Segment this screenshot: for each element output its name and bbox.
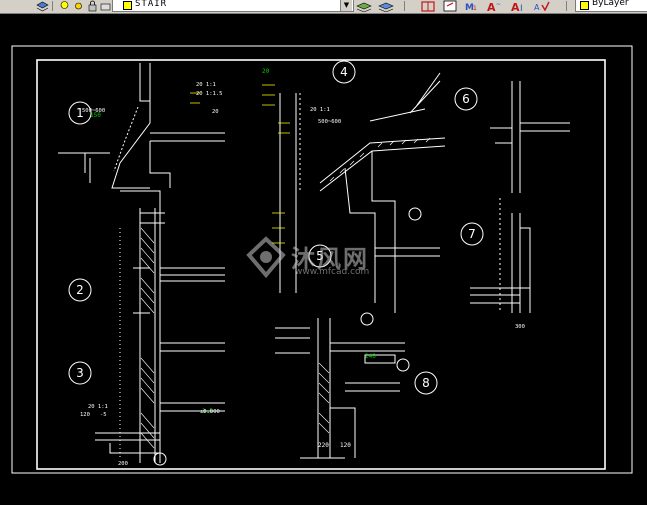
level-texts: 150 20 3.5 240	[90, 68, 376, 415]
svg-text:1: 1	[473, 5, 477, 12]
watermark-url: www.mfcad.com	[295, 267, 370, 277]
svg-text:3.5: 3.5	[202, 408, 213, 415]
make-layer-current-icon[interactable]	[356, 0, 372, 12]
detail-label-7: 7	[468, 227, 476, 241]
text-style-icon[interactable]: A ~	[486, 0, 502, 12]
detail-8	[275, 318, 405, 459]
lightbulb-icon[interactable]	[58, 0, 71, 12]
svg-text:20 1:1.5: 20 1:1.5	[196, 91, 223, 97]
svg-text:-5: -5	[100, 412, 107, 418]
svg-text:I: I	[520, 4, 523, 12]
sheet-frame-outer	[11, 45, 633, 474]
svg-text:20 1:1: 20 1:1	[88, 404, 108, 410]
detail-8-hatch	[318, 362, 330, 434]
svg-text:300: 300	[515, 324, 525, 330]
layer-dropdown[interactable]: STAIR	[112, 0, 354, 12]
sun-icon[interactable]	[72, 0, 85, 12]
svg-text:A: A	[487, 1, 496, 12]
spell-check-icon[interactable]: A	[534, 0, 550, 12]
layer-previous-icon[interactable]	[378, 0, 394, 12]
text-edit-icon[interactable]: A I	[510, 0, 526, 12]
cad-drawing: 150 20 3.5 240 20 1:1 20 1:1.5 20 500~60…	[11, 45, 633, 474]
svg-text:240: 240	[365, 353, 376, 360]
detail-label-1: 1	[76, 106, 84, 120]
dim-120: 120	[340, 442, 351, 449]
watermark-logo-icon	[246, 236, 286, 279]
watermark: 沐风网 www.mfcad.com	[243, 235, 413, 281]
detail-label-6: 6	[462, 92, 470, 106]
detail-4-roof	[279, 72, 446, 313]
svg-text:A: A	[534, 3, 540, 12]
svg-text:A: A	[511, 1, 520, 12]
detail-label-3: 3	[76, 366, 84, 380]
dim-220: 220	[318, 442, 329, 449]
toolbar-separator	[52, 1, 53, 11]
dimension-icon[interactable]	[420, 0, 436, 12]
detail-label-4: 4	[340, 65, 348, 79]
detail-label-2: 2	[76, 283, 84, 297]
table-icon[interactable]	[442, 0, 458, 12]
svg-text:20 1:1: 20 1:1	[196, 82, 216, 88]
wall-hatch	[140, 227, 155, 449]
svg-text:150: 150	[90, 112, 101, 119]
sheet-frame-inner	[36, 59, 606, 470]
svg-text:20 1:1: 20 1:1	[310, 107, 330, 113]
detail-label-8: 8	[422, 376, 430, 390]
detail-2-wall-section	[95, 208, 225, 463]
annotation-texts: 20 1:1 20 1:1.5 20 500~600 20 1:1 500~60…	[80, 82, 525, 467]
color-swatch	[580, 1, 589, 10]
multiline-text-icon[interactable]: M 1	[464, 0, 480, 12]
svg-text:120: 120	[80, 412, 90, 418]
detail-6-7	[470, 81, 570, 313]
detail-numbers: 1 2 3 4 5 6 7 8	[76, 65, 476, 390]
layers-icon[interactable]	[36, 0, 49, 12]
layer-name: STAIR	[135, 0, 168, 9]
svg-text:200: 200	[118, 461, 128, 467]
svg-text:20: 20	[262, 68, 270, 75]
layer-dropdown-arrow[interactable]: ▼	[340, 0, 352, 11]
toolbar: STAIR ▼ M 1 A ~ A I A ByLayer	[0, 0, 647, 14]
svg-text:±0.000: ±0.000	[200, 409, 220, 415]
svg-text:500~600: 500~600	[318, 119, 341, 125]
roof-hatch	[329, 137, 431, 182]
svg-text:500~600: 500~600	[82, 108, 105, 114]
toolbar-separator	[566, 1, 567, 11]
detail-circles	[68, 60, 484, 466]
svg-text:~: ~	[496, 1, 501, 8]
watermark-brand: 沐风网	[291, 245, 369, 273]
level-markers	[190, 84, 290, 244]
drawing-canvas[interactable]: 150 20 3.5 240 20 1:1 20 1:1.5 20 500~60…	[0, 13, 647, 501]
svg-text:M: M	[465, 3, 474, 12]
layer-color-swatch	[123, 1, 132, 10]
detail-1-section	[58, 63, 225, 208]
color-value: ByLayer	[592, 0, 629, 8]
printer-icon[interactable]	[99, 0, 112, 12]
color-dropdown[interactable]: ByLayer	[575, 0, 647, 12]
detail-label-5: 5	[316, 249, 324, 263]
lock-icon[interactable]	[86, 0, 99, 12]
svg-text:20: 20	[212, 109, 219, 115]
toolbar-separator	[404, 1, 405, 11]
bottom-dims: 220 120	[318, 442, 351, 449]
